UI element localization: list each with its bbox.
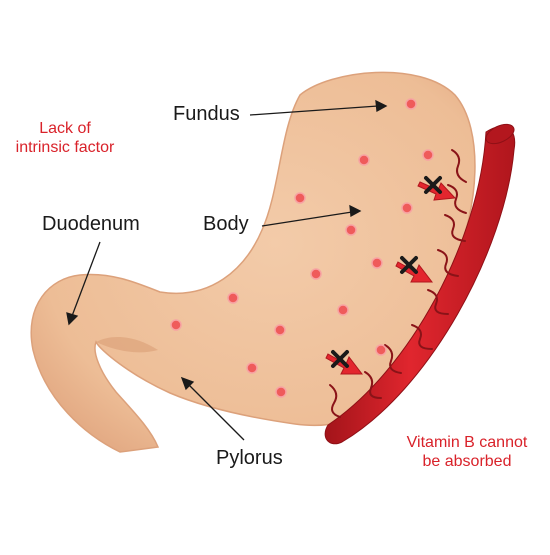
vitamin-dot bbox=[401, 202, 413, 214]
note-lack-line2: intrinsic factor bbox=[15, 139, 115, 157]
vitamin-dot bbox=[358, 154, 370, 166]
vitamin-dot bbox=[246, 362, 258, 374]
blocked-x-icon bbox=[400, 256, 418, 274]
vitamin-dot bbox=[337, 304, 349, 316]
wall-connectors bbox=[329, 149, 467, 418]
vitamin-dot bbox=[227, 292, 239, 304]
label-fundus: Fundus bbox=[173, 103, 240, 125]
note-vitb-line2: be absorbed bbox=[422, 453, 512, 471]
label-pylorus: Pylorus bbox=[216, 447, 283, 469]
blocked-arrow-1 bbox=[417, 176, 457, 201]
vitamin-dot bbox=[405, 98, 417, 110]
label-duodenum: Duodenum bbox=[42, 213, 140, 235]
note-vitb-line1: Vitamin B cannot bbox=[406, 434, 528, 451]
blocked-x-icon bbox=[424, 176, 442, 194]
note-lack-intrinsic-factor: Lack of intrinsic factor bbox=[0, 119, 130, 157]
duodenum-pointer bbox=[71, 241, 101, 317]
blocked-arrow-2 bbox=[395, 256, 434, 283]
fundus-pointer bbox=[249, 105, 379, 116]
duodenum-opening bbox=[96, 336, 158, 353]
blood-vessel-end bbox=[485, 123, 515, 145]
label-body: Body bbox=[203, 213, 249, 235]
vitamin-dot bbox=[275, 386, 287, 398]
vitamin-dot bbox=[375, 344, 387, 356]
vitamin-dot bbox=[294, 192, 306, 204]
vitamin-dot bbox=[310, 268, 322, 280]
label-pointers bbox=[66, 99, 388, 441]
blood-vessel bbox=[324, 126, 516, 445]
vitamin-dot bbox=[371, 257, 383, 269]
vitamin-dot bbox=[422, 149, 434, 161]
blocked-arrow-3 bbox=[325, 350, 364, 375]
note-vitamin-b-not-absorbed: Vitamin B cannot be absorbed bbox=[392, 433, 542, 471]
pylorus-pointer bbox=[187, 383, 245, 441]
vitamin-dot bbox=[170, 319, 182, 331]
vitamin-dot bbox=[274, 324, 286, 336]
blocked-x-icon bbox=[331, 350, 349, 368]
note-lack-line1: Lack of bbox=[39, 120, 91, 137]
vitamin-dots bbox=[170, 98, 434, 398]
body-pointer bbox=[261, 211, 353, 227]
vitamin-dot bbox=[345, 224, 357, 236]
